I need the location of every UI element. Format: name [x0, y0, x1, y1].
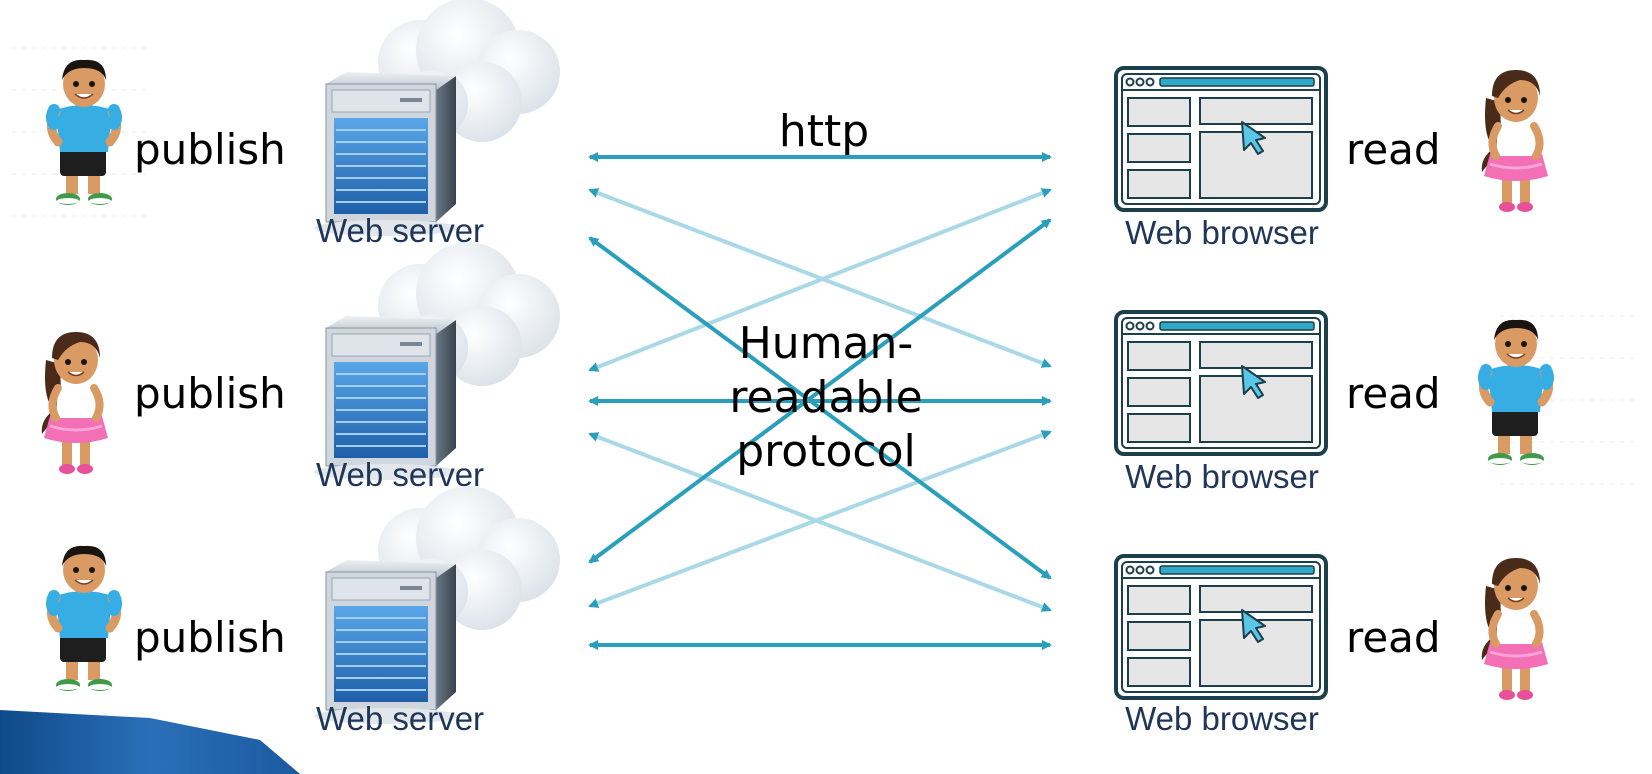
publish-label: publish: [134, 613, 286, 662]
web-server-caption: Web server: [316, 456, 484, 493]
girl-figure: [42, 332, 108, 474]
center-label-line: protocol: [736, 426, 915, 477]
protocol-label: http: [779, 106, 869, 157]
boy-figure: [51, 60, 116, 205]
read-label: read: [1346, 369, 1441, 418]
reader-row: Web browser read: [1114, 310, 1549, 495]
read-label: read: [1346, 613, 1441, 662]
reader-row: Web browser read: [1114, 66, 1548, 251]
web-server-caption: Web server: [316, 212, 484, 249]
web-browser-caption: Web browser: [1125, 458, 1319, 495]
boy-figure: [51, 546, 116, 691]
publisher-row: publish Web server: [42, 242, 560, 493]
connection-arrows: [588, 152, 1052, 650]
publisher-row: publish Web server: [51, 486, 560, 737]
web-browser-caption: Web browser: [1125, 700, 1319, 737]
web-browser-icon: [1114, 66, 1328, 212]
web-browser-caption: Web browser: [1125, 214, 1319, 251]
web-server-caption: Web server: [316, 700, 484, 737]
center-label-line: Human-: [739, 318, 914, 369]
girl-figure: [1482, 558, 1548, 700]
read-label: read: [1346, 125, 1441, 174]
center-label-line: readable: [729, 372, 922, 423]
publish-label: publish: [134, 369, 286, 418]
boy-figure: [1483, 320, 1548, 465]
girl-figure: [1482, 70, 1548, 212]
reader-row: Web browser read: [1114, 554, 1548, 737]
web-browser-icon: [1114, 554, 1328, 700]
decorative-band: [0, 710, 300, 774]
server-3-to-browser-1-arrow: [588, 218, 1052, 564]
publish-label: publish: [134, 125, 286, 174]
web-browser-icon: [1114, 310, 1328, 456]
publisher-row: publish Web server: [51, 0, 560, 249]
center-label: Human- readable protocol: [729, 318, 922, 477]
